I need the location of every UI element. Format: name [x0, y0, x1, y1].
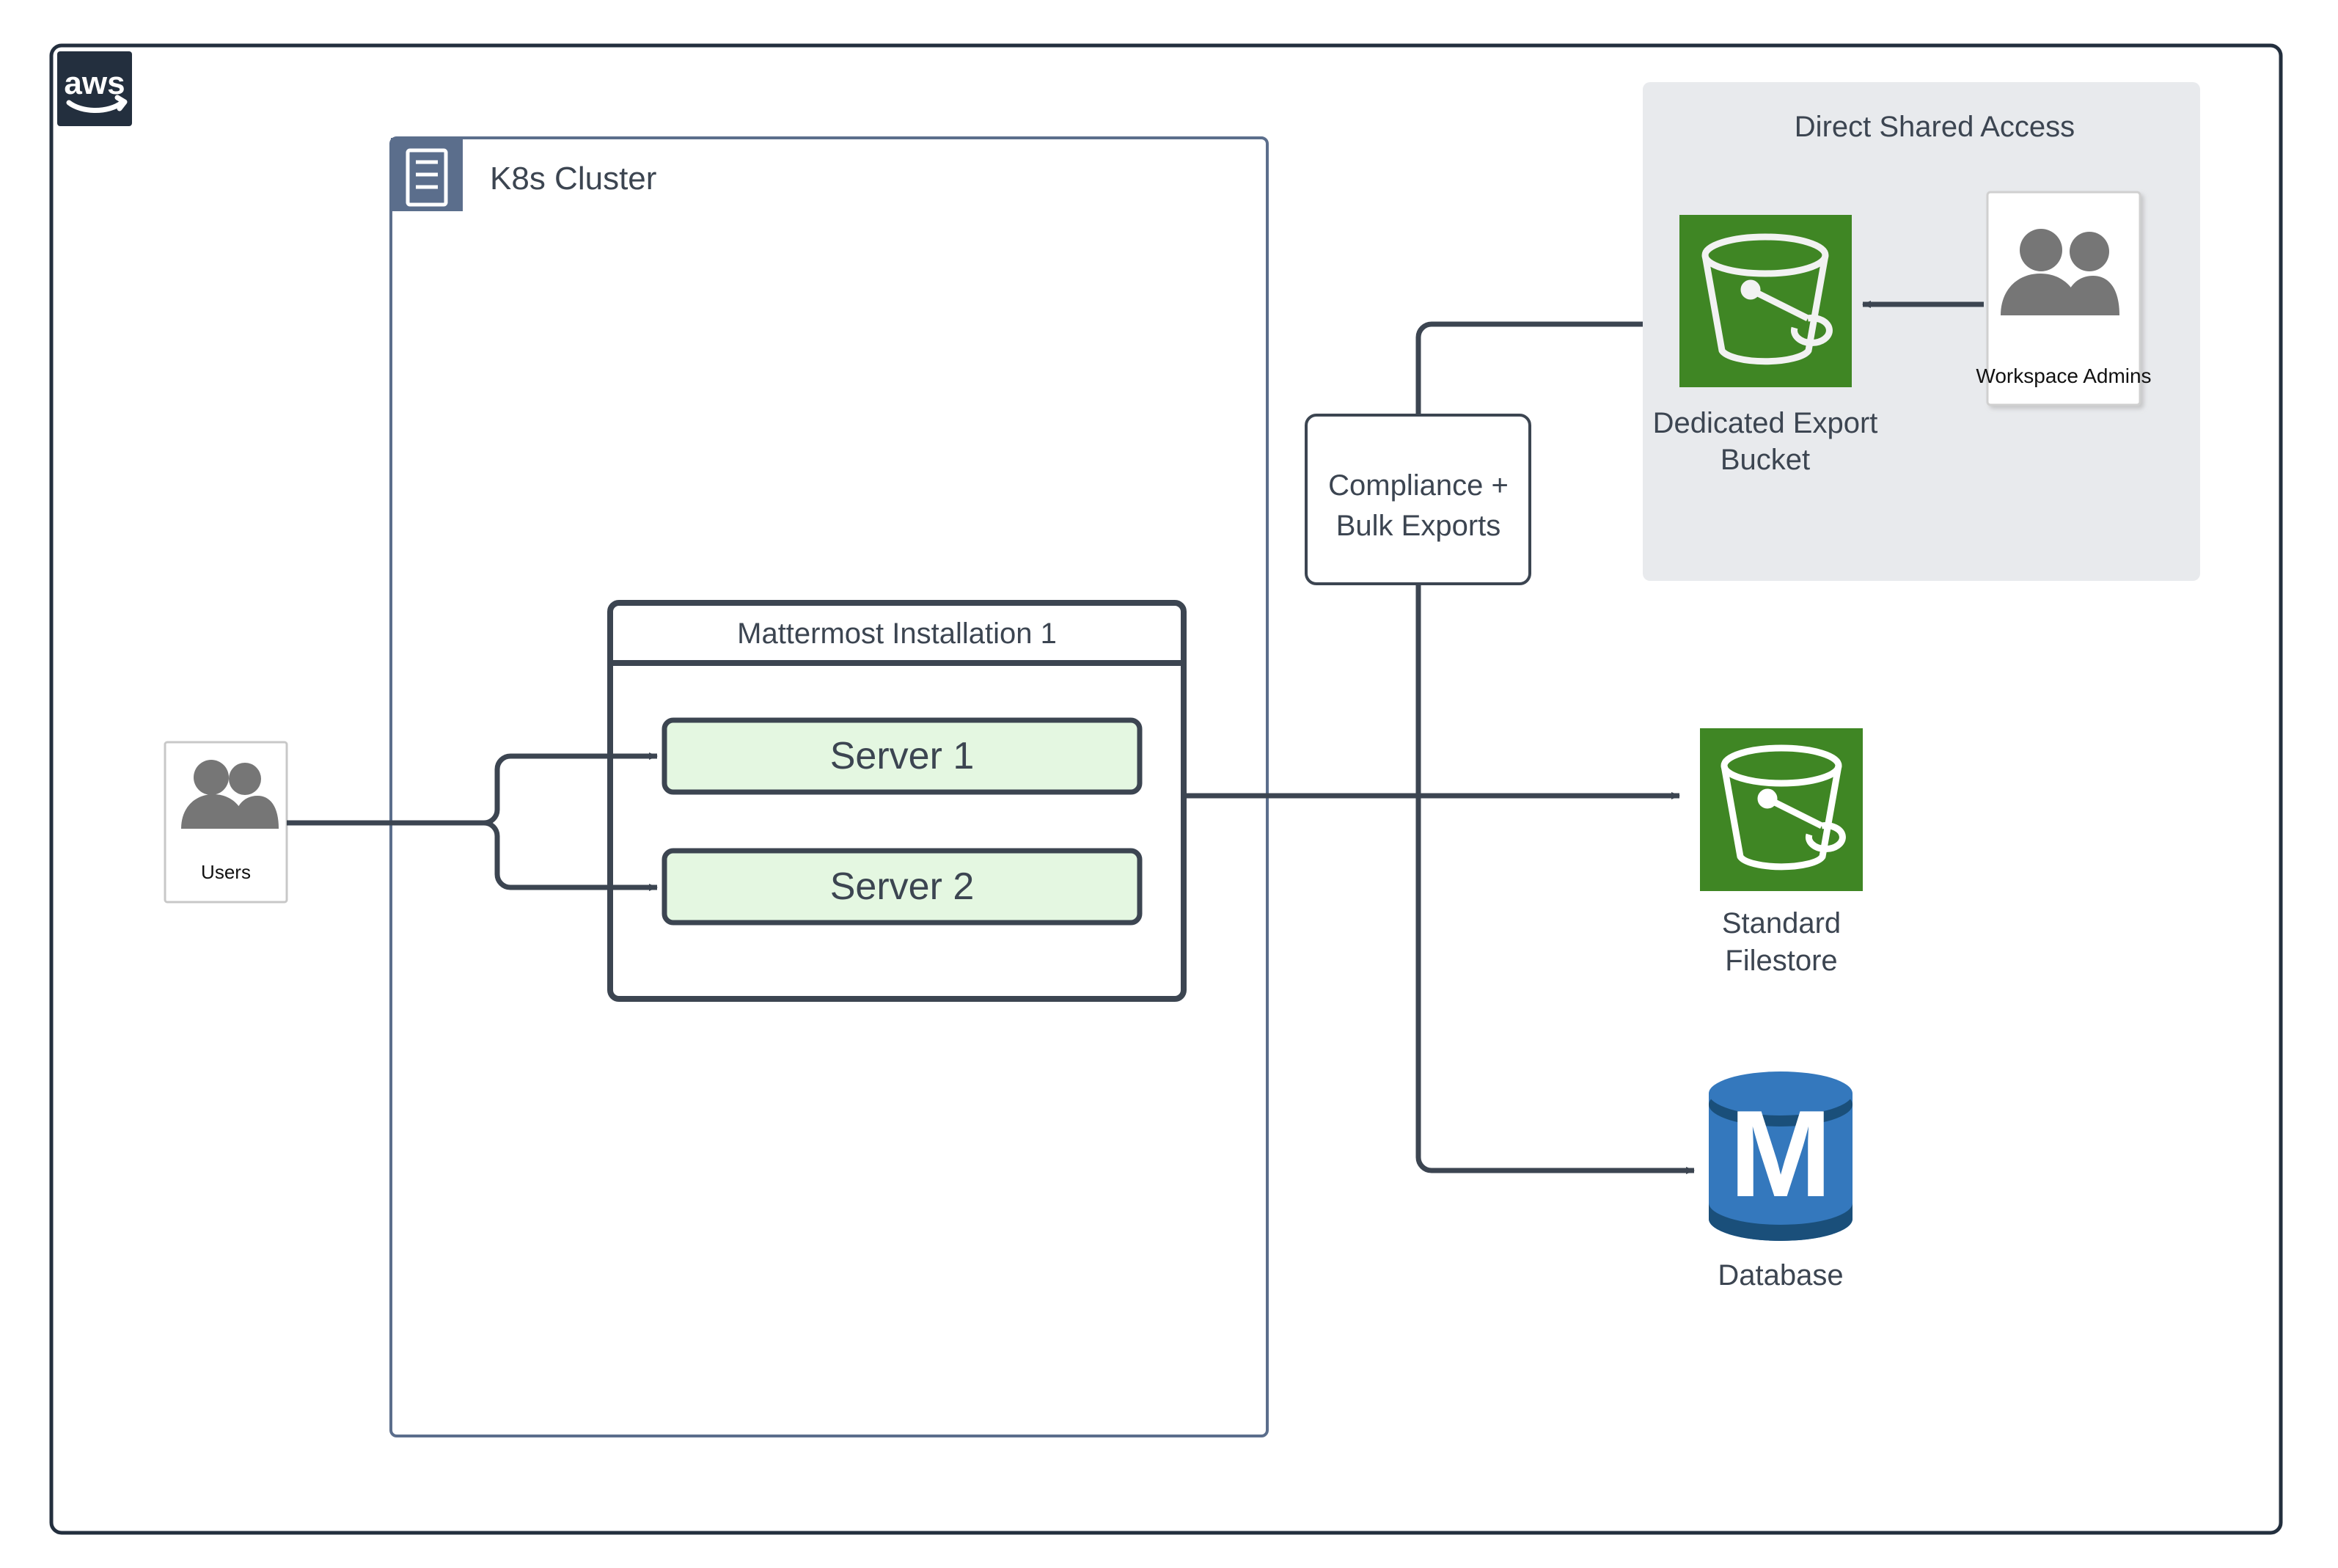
people-icon: [2001, 229, 2119, 315]
connector-compliance-to-export-bucket: [1415, 320, 1680, 415]
compliance-bulk-exports-node[interactable]: Compliance + Bulk Exports: [1305, 414, 1531, 585]
s3-bucket-icon: [1701, 233, 1833, 365]
aws-smile-swoosh: [66, 100, 125, 113]
server-1-label: Server 1: [830, 735, 975, 777]
dedicated-export-bucket-node[interactable]: Dedicated Export Bucket: [1653, 215, 1878, 476]
server-rack-icon: [406, 148, 448, 207]
server-1-node[interactable]: Server 1: [662, 717, 1143, 795]
users-node[interactable]: Users: [164, 741, 288, 904]
server-2-label: Server 2: [830, 865, 975, 908]
standard-filestore-node[interactable]: Standard Filestore: [1700, 728, 1863, 977]
database-label: Database: [1718, 1259, 1843, 1292]
aws-logo: aws: [57, 51, 132, 126]
connector-compliance-to-database: [1415, 584, 1695, 1174]
k8s-cluster-label: K8s Cluster: [490, 161, 656, 197]
users-label: Users: [201, 861, 251, 883]
database-node[interactable]: M Database: [1709, 1071, 1853, 1292]
workspace-admins-label: Workspace Admins: [1976, 364, 2151, 387]
direct-shared-access-title: Direct Shared Access: [1795, 111, 2075, 143]
database-cylinder-icon: M: [1709, 1071, 1853, 1241]
compliance-label-line2: Bulk Exports: [1336, 510, 1501, 542]
export-bucket-label-line2: Bucket: [1720, 444, 1810, 476]
aws-logo-wordmark: aws: [64, 65, 125, 101]
server-2-node[interactable]: Server 2: [662, 848, 1143, 926]
people-icon: [181, 760, 279, 829]
s3-bucket-icon: [1720, 744, 1846, 871]
export-bucket-label-line1: Dedicated Export: [1653, 407, 1878, 439]
filestore-label-line2: Filestore: [1725, 945, 1837, 977]
filestore-label-line1: Standard: [1722, 907, 1841, 939]
compliance-label-line1: Compliance +: [1328, 469, 1509, 502]
database-letter: M: [1729, 1085, 1832, 1223]
workspace-admins-node[interactable]: Workspace Admins: [1976, 191, 2152, 406]
installation-title: Mattermost Installation 1: [737, 618, 1057, 650]
mattermost-installation[interactable]: Mattermost Installation 1 Server 1 Serve…: [607, 600, 1187, 1002]
connector-users-to-servers: [287, 752, 658, 891]
